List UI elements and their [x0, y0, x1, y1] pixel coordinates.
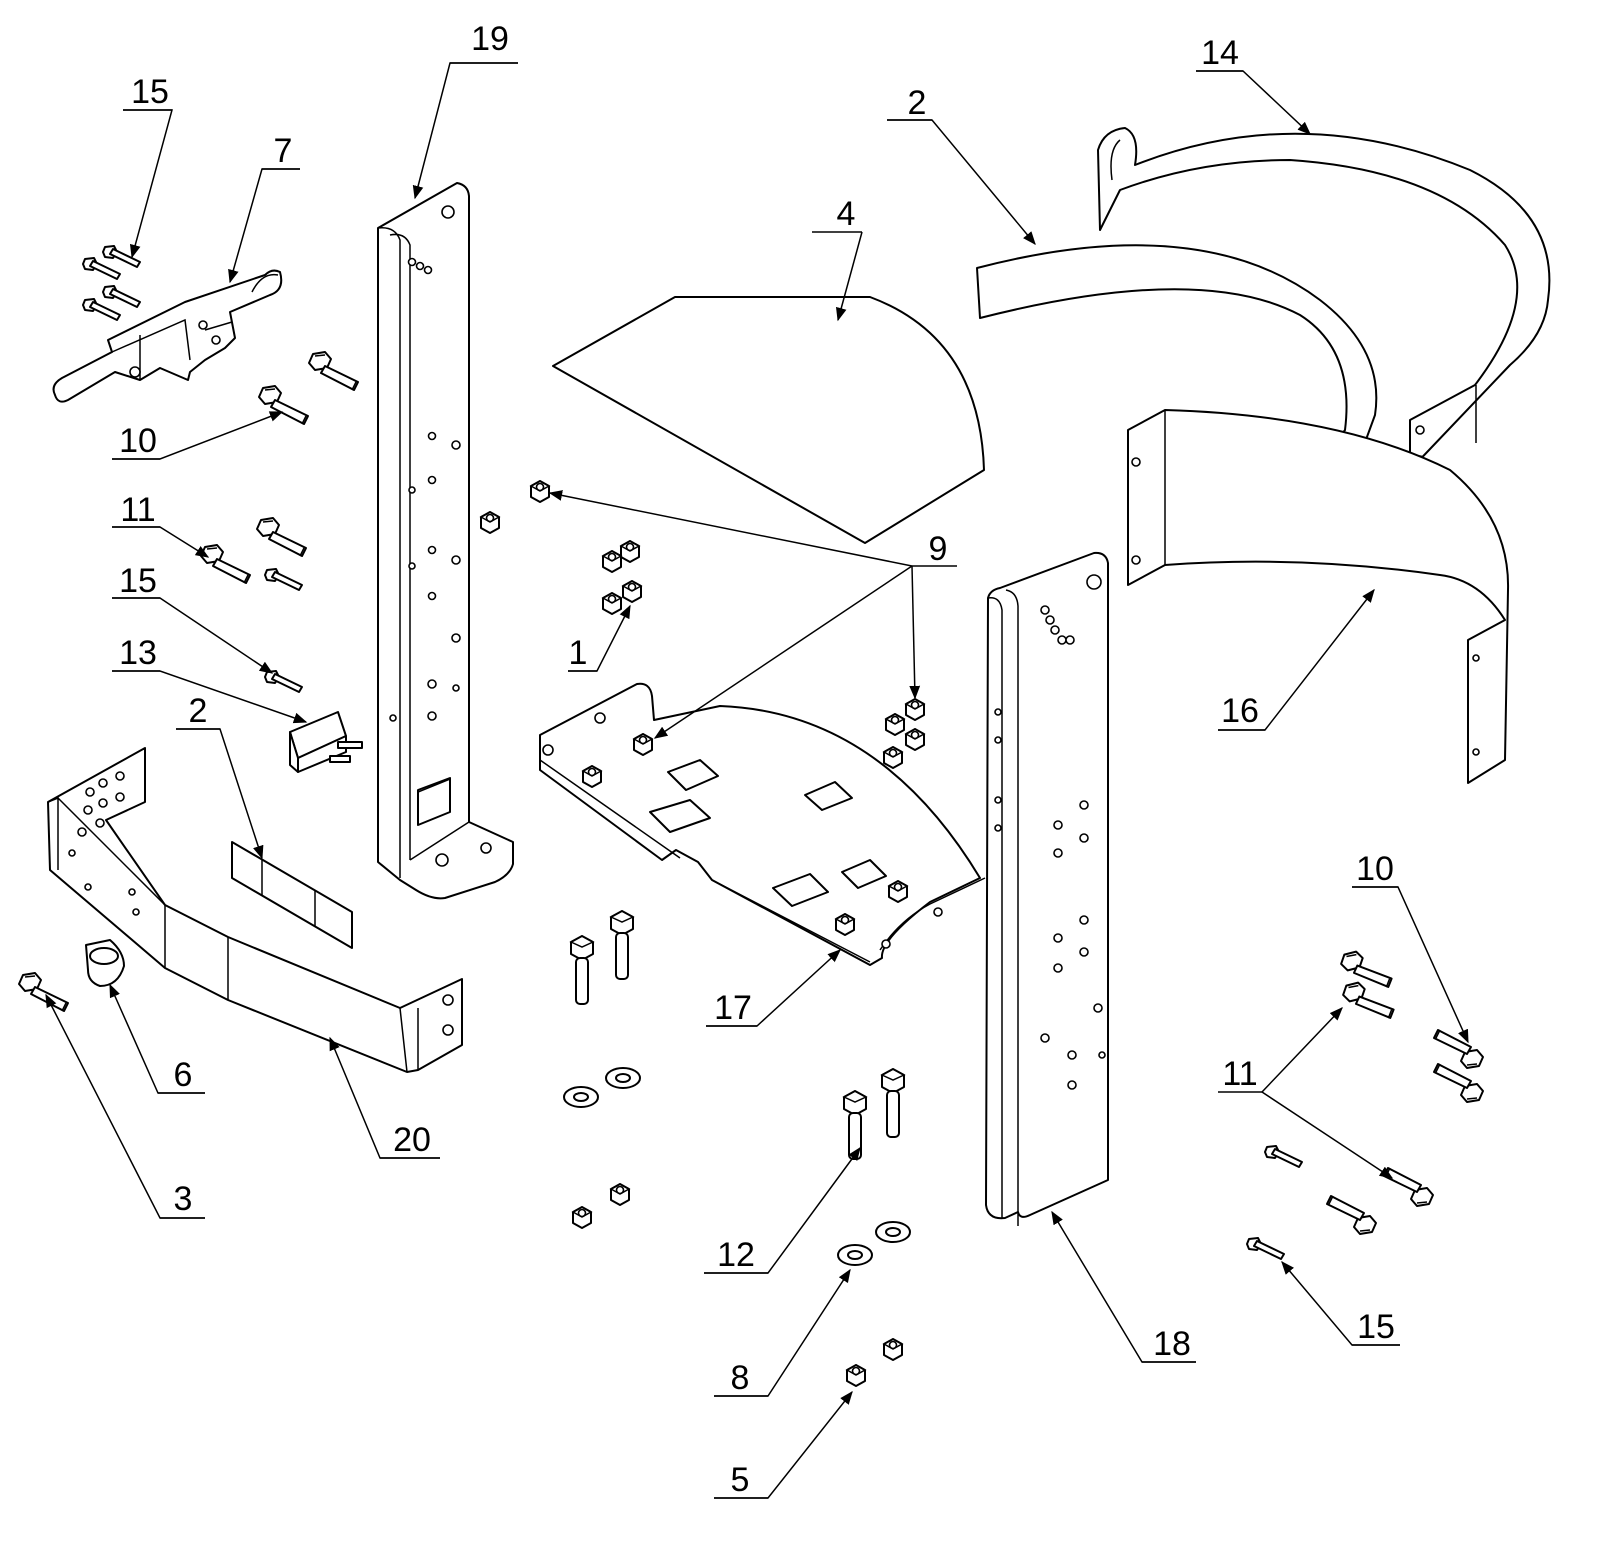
part-17-base-plate — [539, 682, 986, 966]
callout-labels: 19 15 7 10 11 15 13 2 3 6 20 4 1 9 2 14 … — [119, 20, 1395, 1499]
callout-15-mid: 15 — [119, 562, 157, 600]
callout-10-left: 10 — [119, 422, 157, 460]
part-19-vertical-bracket — [377, 182, 514, 900]
callout-12: 12 — [717, 1236, 755, 1274]
part-18-vertical-bracket — [985, 551, 1109, 1226]
callout-14: 14 — [1201, 34, 1239, 72]
callout-1: 1 — [569, 634, 588, 672]
label-underlines — [112, 62, 1400, 1499]
part-4-half-disc-plate — [552, 296, 985, 544]
callout-18: 18 — [1153, 1325, 1191, 1363]
callout-11-right: 11 — [1222, 1055, 1257, 1093]
callout-8: 8 — [731, 1359, 750, 1397]
callout-11-left: 11 — [120, 491, 155, 529]
callout-13: 13 — [119, 634, 157, 672]
part-7-toggle-latch — [52, 269, 283, 403]
part-2-strip-small — [231, 841, 353, 949]
callout-20: 20 — [393, 1121, 431, 1159]
callout-6: 6 — [174, 1056, 193, 1094]
callout-4: 4 — [837, 195, 856, 233]
callout-3: 3 — [174, 1180, 193, 1218]
callout-15-right: 15 — [1357, 1308, 1395, 1346]
callout-2-lower: 2 — [189, 692, 208, 730]
part-13-connector — [289, 711, 363, 773]
callout-7: 7 — [274, 132, 293, 170]
callout-15-top: 15 — [131, 73, 169, 111]
callout-9: 9 — [929, 530, 948, 568]
callout-19: 19 — [471, 20, 509, 58]
callout-5: 5 — [731, 1461, 750, 1499]
callout-16: 16 — [1221, 692, 1259, 730]
callout-2-upper: 2 — [908, 84, 927, 122]
callout-17: 17 — [714, 989, 752, 1027]
part-20-lower-bracket — [47, 747, 463, 1073]
part-16-curved-band — [1127, 409, 1510, 784]
part-6-clamp — [85, 939, 125, 987]
callout-10-right: 10 — [1356, 850, 1394, 888]
